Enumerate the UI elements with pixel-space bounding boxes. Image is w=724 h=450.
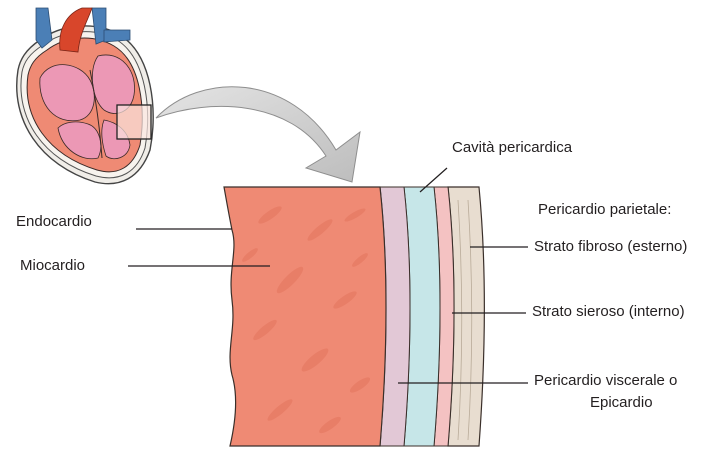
label-pericardial-cavity: Cavità pericardica — [452, 139, 572, 157]
tissue-block — [224, 187, 484, 446]
zoom-arrow — [156, 87, 360, 182]
label-fibrous-layer: Strato fibroso (esterno) — [534, 238, 687, 256]
label-myocardium: Miocardio — [20, 257, 85, 275]
label-visceral-line1: Pericardio viscerale o — [534, 372, 677, 390]
label-visceral-line2: Epicardio — [590, 394, 653, 412]
label-parietal-pericardium: Pericardio parietale: — [538, 201, 671, 219]
heart-illustration — [17, 8, 153, 184]
label-endocardium: Endocardio — [16, 213, 92, 231]
label-serous-layer: Strato sieroso (interno) — [532, 303, 685, 321]
myocardium-layer — [224, 187, 386, 446]
